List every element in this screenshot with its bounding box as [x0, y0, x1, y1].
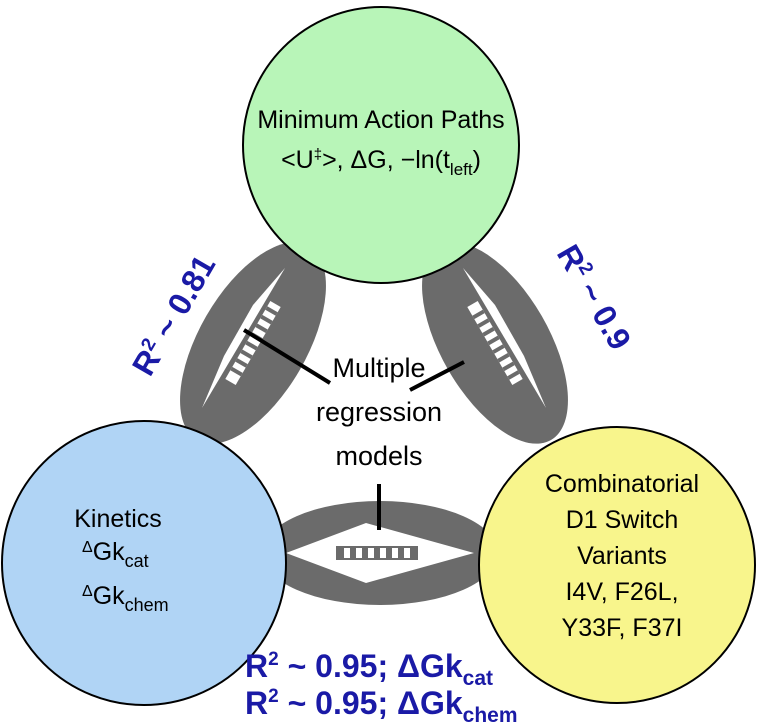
- left-node-title: Kinetics: [74, 505, 162, 533]
- top-node-title: Minimum Action Paths: [257, 106, 504, 134]
- top-circle: [242, 6, 520, 284]
- connector-left: [180, 242, 326, 444]
- left-circle: [1, 420, 287, 706]
- connector-left-arrow: [202, 268, 285, 408]
- r2-bottom-kchem-label: R2 ~ 0.95; ΔGkchem: [245, 685, 518, 727]
- right-node-line: Y33F, F37I: [562, 614, 683, 642]
- connector-right-dashes: [467, 301, 523, 385]
- left-node-item-kchem: ΔGkchem: [82, 582, 169, 615]
- left-node-item-kcat: ΔGkcat: [82, 538, 149, 571]
- r2-bottom-kcat-label: R2 ~ 0.95; ΔGkcat: [245, 648, 493, 690]
- right-node-text: Combinatorial D1 Switch Variants I4V, F2…: [545, 470, 699, 642]
- center-label: Multiple regression models: [316, 353, 442, 471]
- connector-right-arrow: [463, 268, 546, 408]
- center-label-line: Multiple: [332, 353, 425, 383]
- pointer-line-left: [242, 328, 332, 385]
- pointer-line-right: [409, 360, 465, 392]
- right-node-line: D1 Switch: [566, 506, 679, 534]
- right-node-line: Combinatorial: [545, 470, 699, 498]
- connector-bottom-dashes: [336, 546, 418, 560]
- right-node-line: I4V, F26L,: [565, 578, 678, 606]
- top-node-metrics: <U‡>, ΔG, −ln(tleft): [281, 146, 481, 179]
- right-node-line: Variants: [577, 542, 667, 570]
- connector-right: [422, 242, 568, 444]
- connector-left-dashes: [225, 301, 281, 385]
- connector-bottom: [262, 501, 498, 605]
- r2-right-label: R2 ~ 0.9: [550, 239, 638, 356]
- center-label-line: regression: [316, 397, 442, 427]
- right-circle: [478, 426, 756, 704]
- center-label-line: models: [335, 441, 422, 471]
